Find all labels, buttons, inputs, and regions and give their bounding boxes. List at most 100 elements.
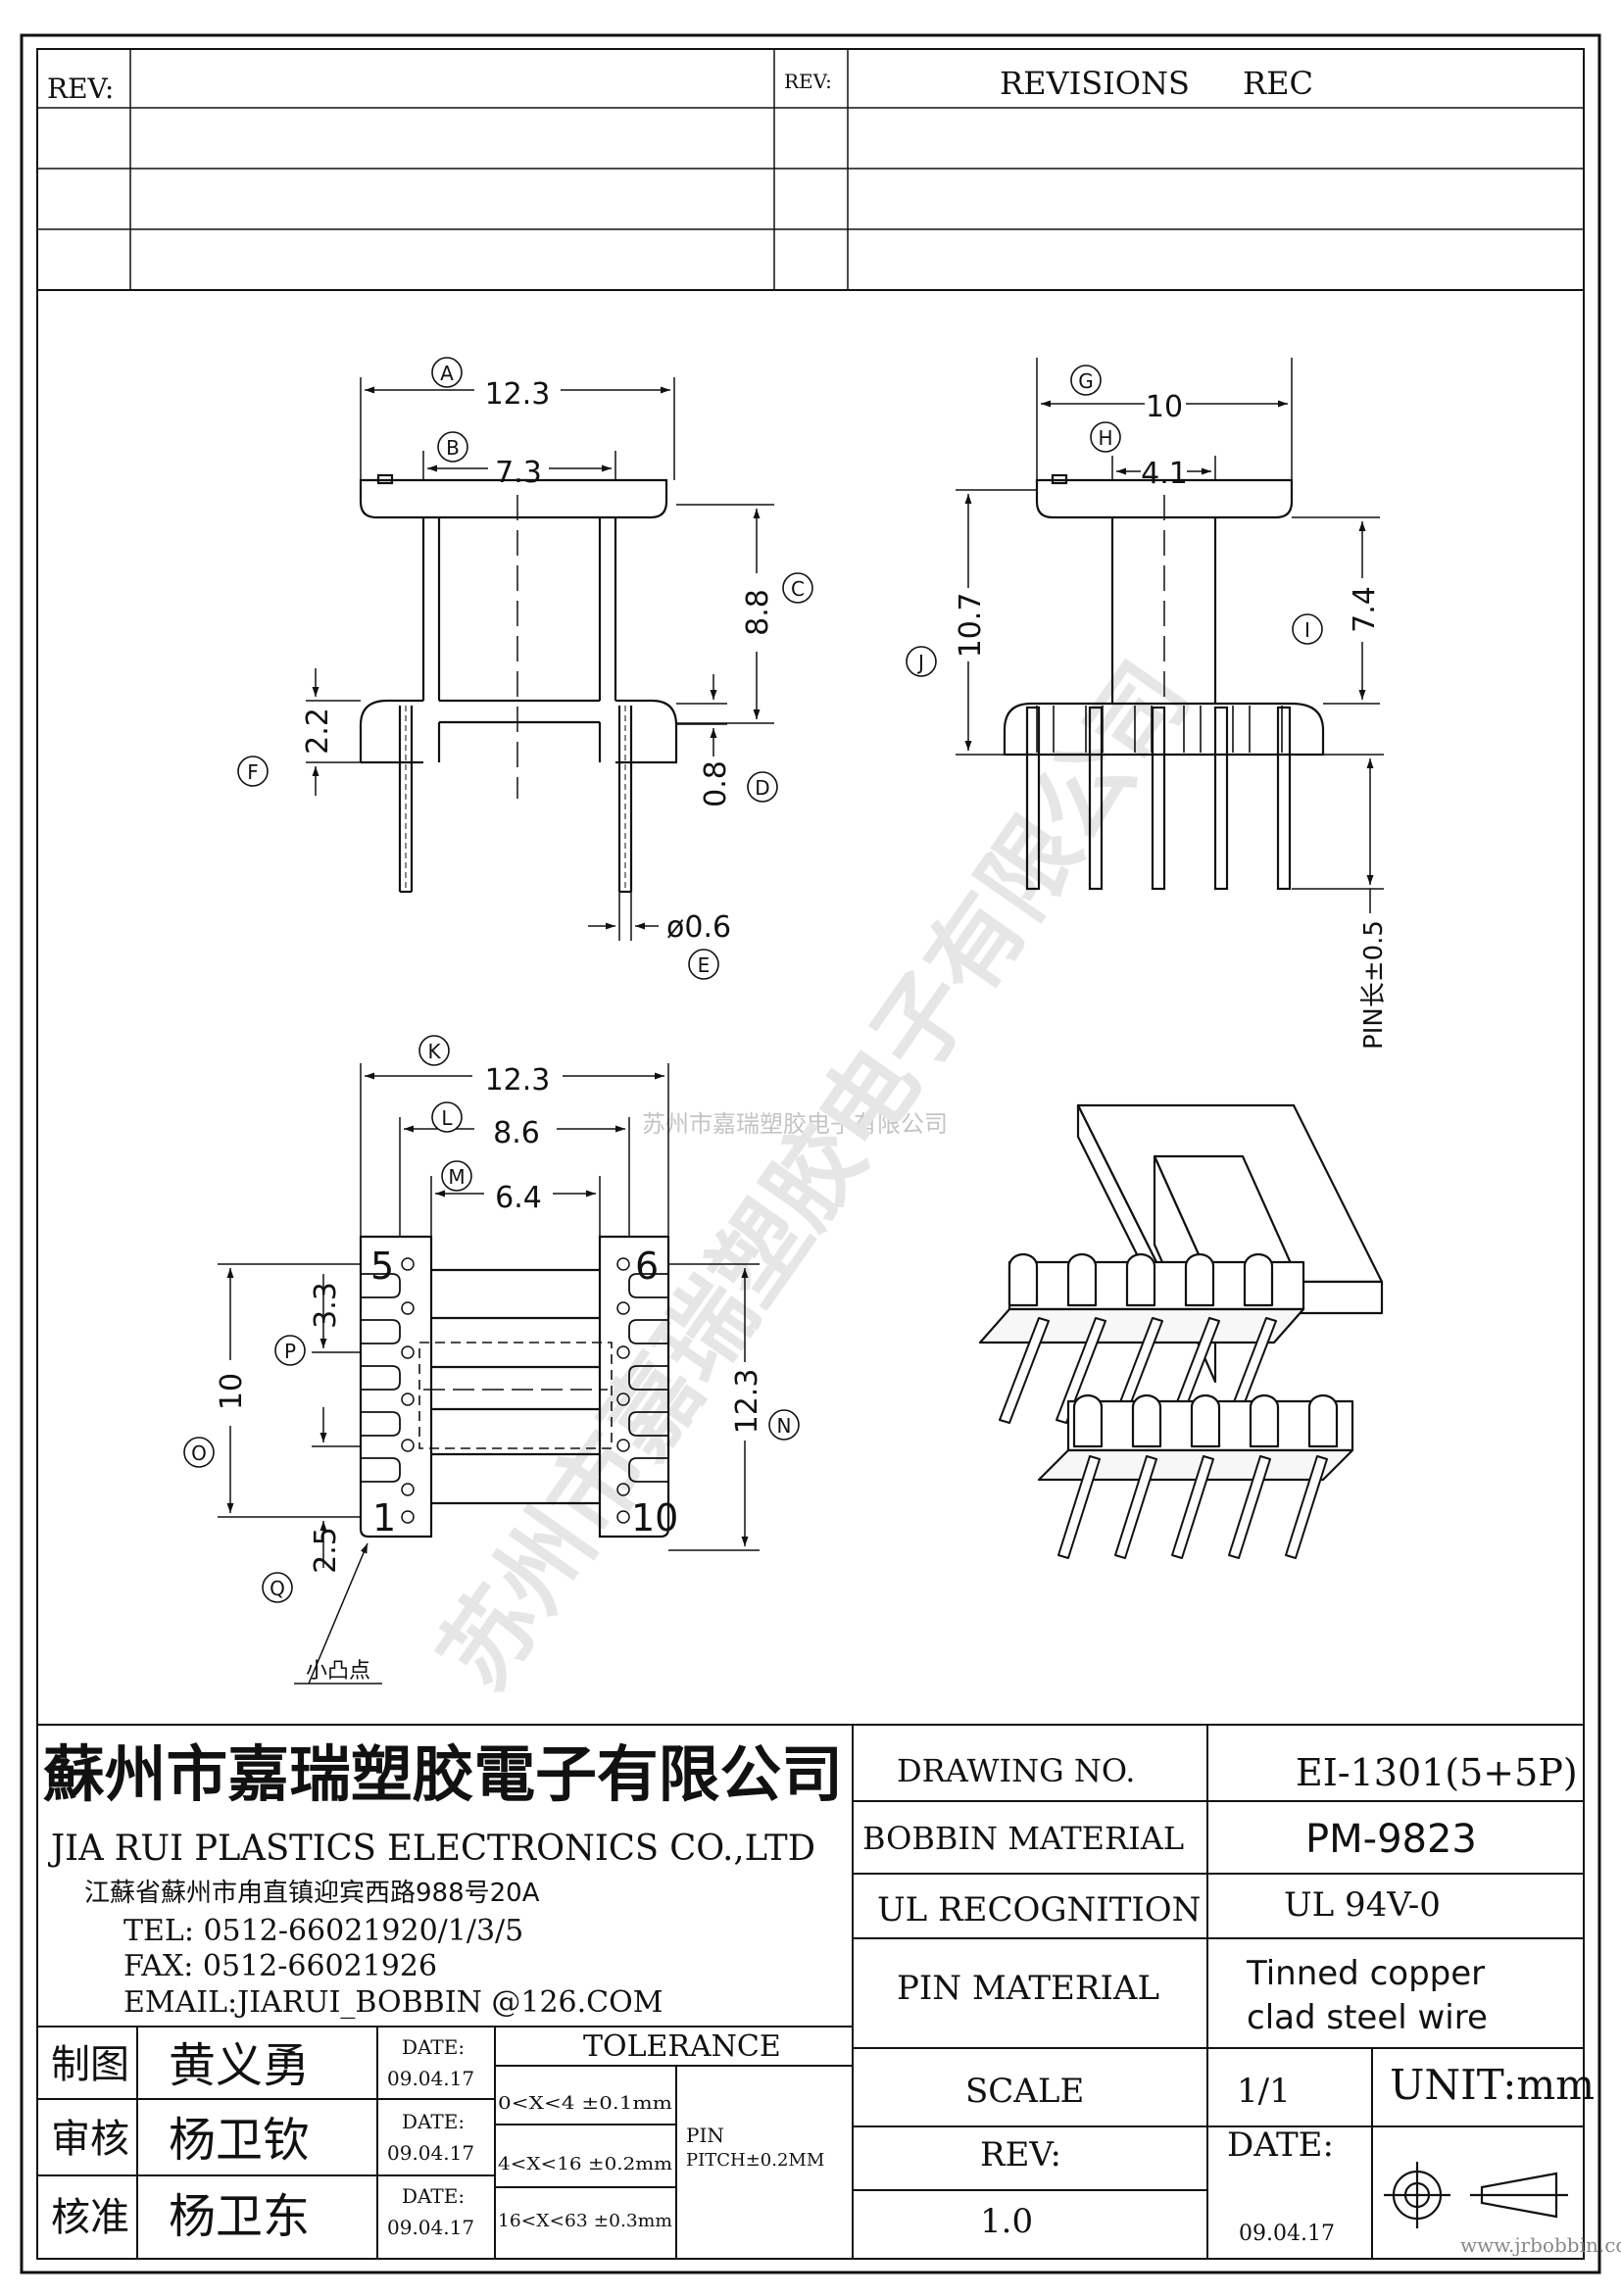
front-view-dimensions	[306, 377, 774, 941]
date-checked: 09.04.17	[387, 2141, 474, 2165]
dim-n-marker: N	[777, 1414, 792, 1438]
dim-p-marker: P	[284, 1340, 296, 1363]
date-approved: 09.04.17	[387, 2216, 474, 2239]
dim-d-marker: D	[755, 776, 769, 800]
dim-k-value: 12.3	[485, 1063, 551, 1098]
dim-d-value: 0.8	[699, 760, 733, 807]
bottom-view	[359, 1235, 670, 1539]
dim-i-marker: I	[1304, 618, 1310, 642]
approved-label: 核准	[51, 2195, 129, 2240]
pin-length-note: PIN长±0.5	[1359, 920, 1389, 1050]
pin-6-label: 6	[635, 1245, 659, 1288]
dim-f-value: 2.2	[301, 708, 335, 755]
pin-pitch-1: PIN	[686, 2124, 724, 2147]
company-tel: TEL: 0512-66021920/1/3/5	[123, 1914, 523, 1948]
revision-table	[37, 49, 1584, 291]
bump-note: 小凸点	[306, 1659, 370, 1684]
side-view	[1003, 473, 1325, 891]
rec-label: REC	[1243, 65, 1313, 102]
pin-pitch-2: PITCH±0.2MM	[686, 2150, 824, 2171]
dim-j-value: 10.7	[954, 593, 988, 659]
dim-l-value: 8.6	[493, 1116, 540, 1150]
tolerance-2: 4<X<16 ±0.2mm	[498, 2154, 672, 2174]
dim-q-value: 2.5	[309, 1527, 343, 1574]
dim-g-value: 10	[1146, 390, 1183, 424]
front-view	[359, 473, 678, 894]
scale-value: 1/1	[1237, 2072, 1291, 2111]
dim-q-marker: Q	[270, 1577, 285, 1600]
dim-i-value: 7.4	[1348, 586, 1382, 633]
bobbin-material-label: BOBBIN MATERIAL	[862, 1820, 1184, 1857]
revisions-title: REVISIONS	[1000, 65, 1190, 102]
pin-material-label: PIN MATERIAL	[897, 1969, 1159, 2008]
isometric-view	[978, 1103, 1384, 1559]
footer-website: www.jrbobbin.com	[1460, 2233, 1621, 2257]
dim-e-marker: E	[698, 953, 711, 977]
dim-b-marker: B	[446, 436, 460, 460]
drawing-no-value: EI-1301(5+5P)	[1296, 1751, 1578, 1794]
date-checked-label: DATE:	[402, 2110, 465, 2133]
date-drawn-label: DATE:	[402, 2035, 465, 2059]
drawing-no-label: DRAWING NO.	[897, 1752, 1135, 1789]
dim-h-value: 4.1	[1141, 457, 1188, 491]
dim-a-marker: A	[440, 362, 454, 385]
company-address: 江蘇省蘇州市甪直镇迎宾西路988号20A	[84, 1879, 540, 1908]
marker-circles-front	[237, 357, 813, 980]
pin-material-value-1: Tinned copper	[1246, 1954, 1485, 1993]
drawn-label: 制图	[51, 2042, 129, 2087]
dim-h-marker: H	[1098, 426, 1112, 450]
dim-b-value: 7.3	[495, 456, 542, 490]
dim-c-value: 8.8	[741, 589, 775, 636]
tolerance-3: 16<X<63 ±0.3mm	[498, 2211, 672, 2231]
side-view-dimensions	[956, 358, 1384, 913]
dim-e-value: ø0.6	[666, 910, 731, 945]
watermark-company-diagonal: 苏州市嘉瑞塑胶电子有限公司	[418, 643, 1209, 1708]
company-fax: FAX: 0512-66021926	[123, 1949, 437, 1983]
inner-border	[36, 48, 1585, 2260]
marker-circles-side	[906, 365, 1323, 677]
rev-label-right: REV:	[784, 70, 832, 93]
projection-symbol-icon	[1384, 2162, 1568, 2228]
watermark-company-small: 苏州市嘉瑞塑胶电子有限公司	[642, 1110, 948, 1138]
company-email: EMAIL:JIARUI_BOBBIN @126.COM	[123, 1985, 663, 2020]
dim-n-value: 12.3	[730, 1369, 764, 1435]
approved-name: 杨卫东	[169, 2189, 310, 2244]
checked-label: 审核	[51, 2117, 129, 2162]
marker-circles-bottom	[183, 1035, 800, 1603]
dim-f-marker: F	[247, 760, 259, 784]
date-drawn: 09.04.17	[387, 2067, 474, 2090]
date-value-big: 09.04.17	[1239, 2222, 1335, 2246]
rev-value: 1.0	[980, 2202, 1033, 2241]
ul-recognition-label: UL RECOGNITION	[877, 1890, 1201, 1930]
bottom-view-dimensions	[218, 1063, 760, 1685]
checked-name: 杨卫钦	[169, 2113, 310, 2168]
pin-10-label: 10	[631, 1496, 678, 1539]
company-name-cn: 蘇州市嘉瑞塑胶電子有限公司	[43, 1738, 843, 1810]
pin-material-value-2: clad steel wire	[1247, 1998, 1488, 2037]
outer-border	[20, 33, 1601, 2274]
dim-k-marker: K	[427, 1040, 441, 1063]
dim-l-marker: L	[441, 1106, 453, 1130]
pin-5-label: 5	[370, 1245, 394, 1288]
title-block-lines	[37, 1724, 1584, 2259]
drawn-name: 黄义勇	[169, 2038, 310, 2093]
dim-p-value: 3.3	[309, 1282, 343, 1329]
pin-1-label: 1	[372, 1496, 396, 1539]
date-label-big: DATE:	[1227, 2125, 1334, 2165]
dim-o-value: 10	[215, 1373, 249, 1410]
unit-label: UNIT:mm	[1390, 2061, 1595, 2109]
dim-j-marker: J	[916, 651, 924, 674]
ul-recognition-value: UL 94V-0	[1284, 1885, 1441, 1925]
bobbin-material-value: PM-9823	[1305, 1817, 1477, 1862]
company-name-en: JIA RUI PLASTICS ELECTRONICS CO.,LTD	[47, 1829, 815, 1869]
date-approved-label: DATE:	[402, 2184, 465, 2208]
scale-label: SCALE	[965, 2072, 1084, 2111]
tolerance-1: 0<X<4 ±0.1mm	[498, 2093, 672, 2114]
dim-m-marker: M	[448, 1165, 465, 1189]
dim-m-value: 6.4	[495, 1181, 542, 1215]
dim-a-value: 12.3	[485, 377, 551, 412]
rev-label-left: REV:	[47, 73, 114, 105]
dim-o-marker: O	[191, 1441, 207, 1465]
rev-label-block: REV:	[980, 2135, 1061, 2174]
